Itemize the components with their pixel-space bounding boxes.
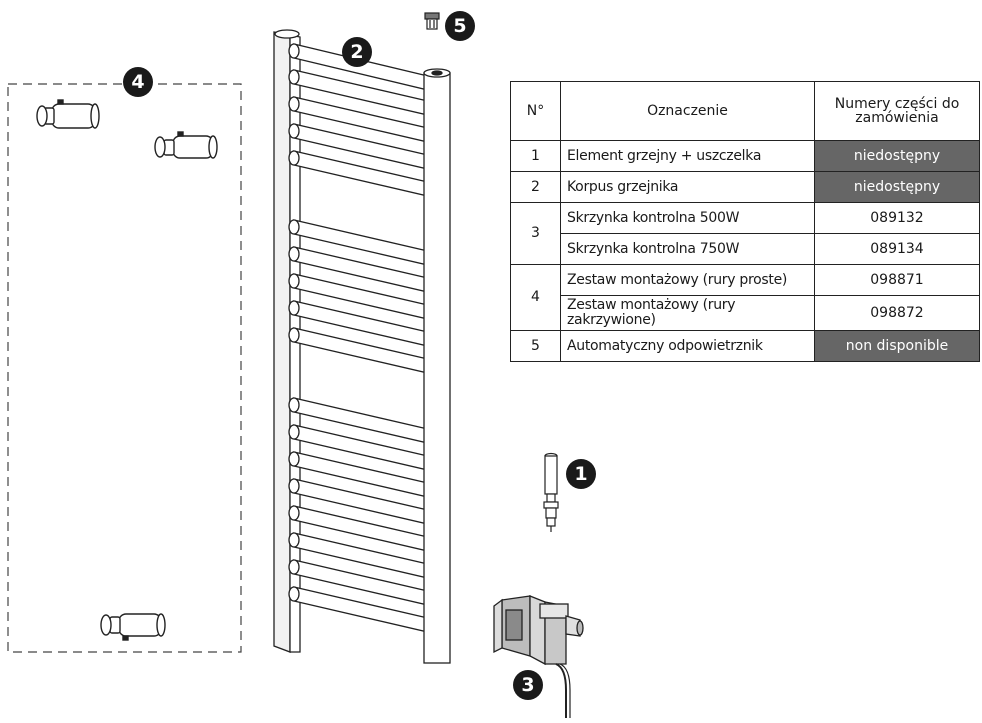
row-description: Element grzejny + uszczelka [560, 140, 815, 172]
control-box [493, 595, 584, 718]
mounting-bracket-top-right [154, 131, 218, 159]
table-row: Zestaw montażowy (rury zakrzywione) 0988… [511, 295, 980, 331]
table-row: 2 Korpus grzejnika niedostępny [510, 171, 980, 203]
mounting-kit-boundary [7, 83, 242, 653]
table-header-row: N° Oznaczenie Numery części do zamówieni… [510, 81, 980, 141]
row-description: Skrzynka kontrolna 500W [560, 202, 815, 234]
mounting-bracket-top-left [36, 99, 100, 129]
callout-5: 5 [445, 11, 475, 41]
table-row: 1 Element grzejny + uszczelka niedostępn… [510, 140, 980, 172]
header-number: N° [510, 81, 561, 141]
header-description: Oznaczenie [560, 81, 815, 141]
table-row: Skrzynka kontrolna 750W 089134 [511, 233, 980, 265]
row-part-number: niedostępny [814, 140, 980, 172]
row-number: 1 [510, 140, 561, 172]
row-description: Zestaw montażowy (rury zakrzywione) [560, 295, 815, 331]
table-row: 3 Skrzynka kontrolna 500W 089132 [510, 202, 980, 265]
row-part-number: niedostępny [814, 171, 980, 203]
heating-element [543, 452, 559, 532]
row-part-number: non disponible [814, 330, 980, 362]
row-number: 5 [510, 330, 561, 362]
callout-1: 1 [566, 459, 596, 489]
header-part-numbers: Numery części do zamówienia [814, 81, 980, 141]
callout-2: 2 [342, 37, 372, 67]
row-description: Skrzynka kontrolna 750W [560, 233, 815, 265]
callout-4: 4 [123, 67, 153, 97]
air-vent [424, 12, 440, 30]
mounting-bracket-bottom [100, 613, 166, 641]
row-number: 4 [510, 264, 561, 331]
parts-table: N° Oznaczenie Numery części do zamówieni… [510, 81, 980, 362]
row-part-number: 089134 [814, 233, 980, 265]
row-part-number: 098872 [814, 295, 980, 331]
callout-3: 3 [513, 670, 543, 700]
table-row: 5 Automatyczny odpowietrznik non disponi… [510, 330, 980, 362]
row-number: 3 [510, 202, 561, 265]
radiator-body [273, 29, 451, 664]
row-description: Korpus grzejnika [560, 171, 815, 203]
row-part-number: 089132 [814, 202, 980, 234]
row-number: 2 [510, 171, 561, 203]
row-description: Zestaw montażowy (rury proste) [560, 264, 815, 296]
row-part-number: 098871 [814, 264, 980, 296]
row-description: Automatyczny odpowietrznik [560, 330, 815, 362]
table-row: 4 Zestaw montażowy (rury proste) 098871 [510, 264, 980, 331]
